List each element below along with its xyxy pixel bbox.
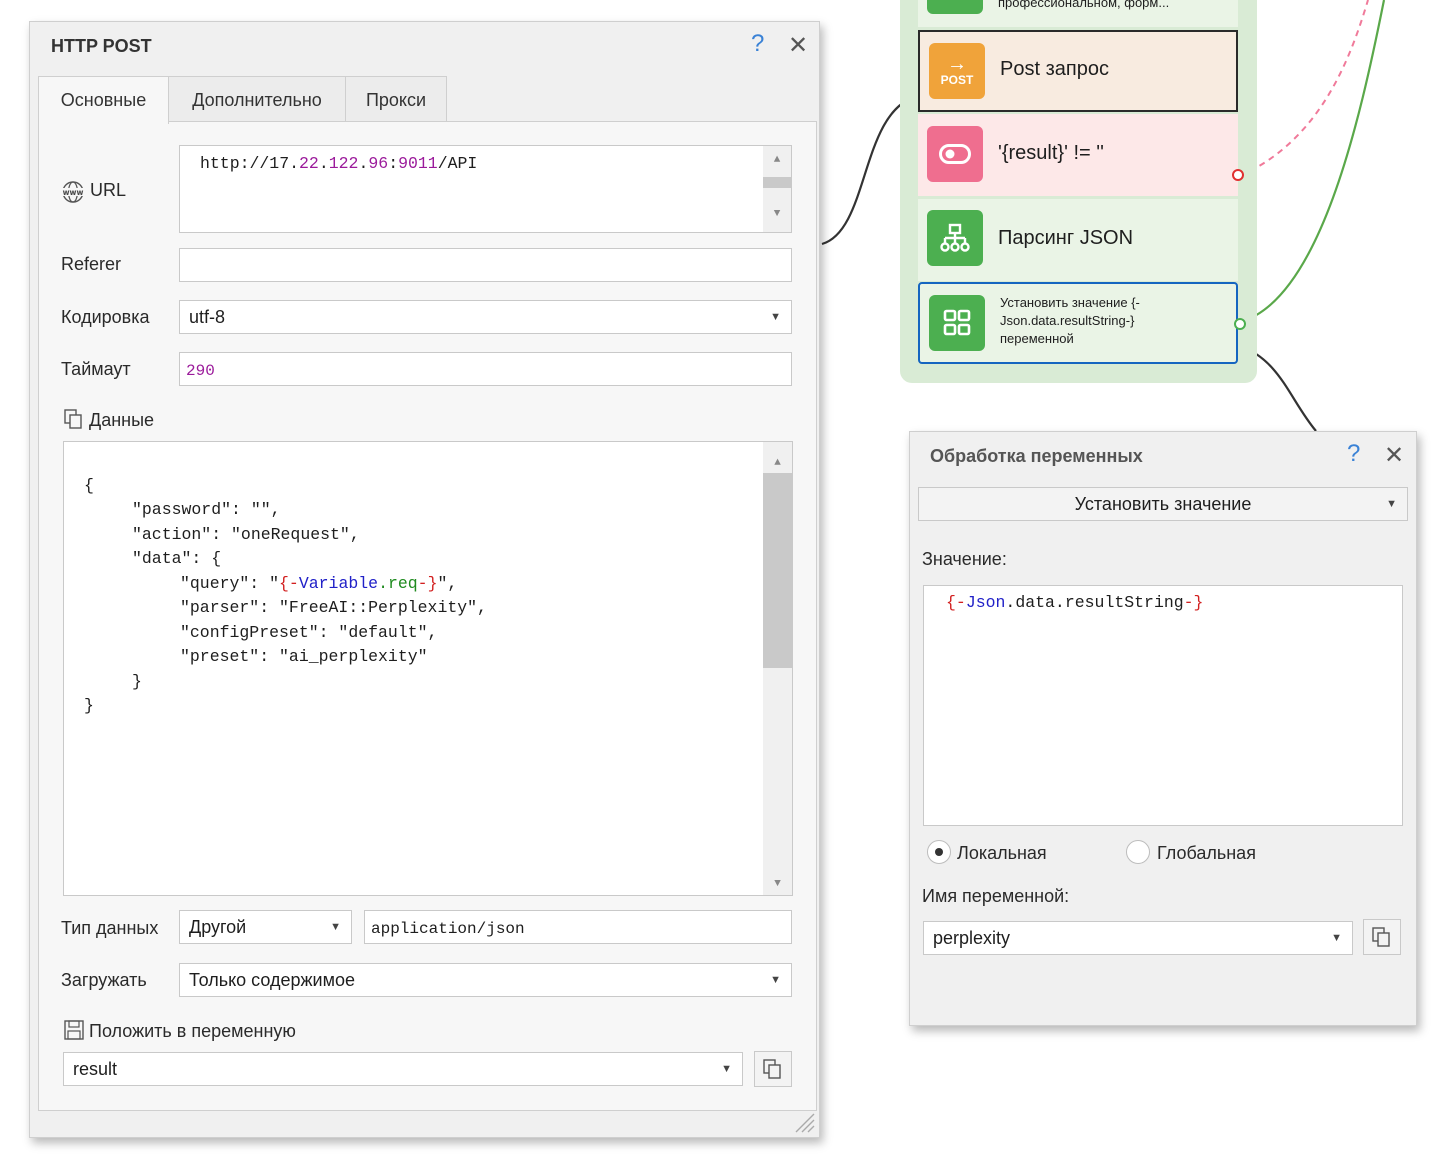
resize-grip-icon[interactable] (792, 1110, 816, 1134)
chevron-down-icon[interactable]: ▼ (770, 974, 781, 986)
data-type-select[interactable]: Другой ▼ (179, 910, 352, 944)
error-port[interactable] (1232, 169, 1244, 181)
flow-node-post-request[interactable]: → POST Post запрос (918, 30, 1238, 112)
grid-icon (927, 0, 983, 14)
flow-node-condition[interactable]: '{result}' != '' (918, 114, 1244, 196)
load-select[interactable]: Только содержимое ▼ (179, 963, 792, 997)
http-post-dialog: HTTP POST ? ✕ Основные Дополнительно Про… (29, 21, 820, 1138)
load-value: Только содержимое (189, 970, 356, 990)
scope-global-label: Глобальная (1157, 843, 1256, 863)
put-var-label: Положить в переменную (89, 1021, 296, 1041)
post-icon: → POST (929, 43, 985, 99)
node-label: Парсинг JSON (998, 227, 1134, 249)
result-variable-value: result (73, 1059, 118, 1079)
node-label: профессиональном, форм... (998, 0, 1170, 10)
data-label: Данные (89, 410, 155, 430)
timeout-input[interactable]: 290 (179, 352, 792, 386)
help-icon[interactable]: ? (1347, 440, 1361, 467)
close-icon[interactable]: ✕ (1384, 442, 1405, 469)
radio-dot (935, 848, 943, 856)
variables-dialog: Обработка переменных ? ✕ Установить знач… (909, 431, 1417, 1026)
help-icon[interactable]: ? (751, 30, 765, 57)
copy-icon (1372, 927, 1390, 947)
tab-proxy[interactable]: Прокси (345, 76, 447, 122)
encoding-label: Кодировка (61, 307, 150, 327)
content-type-input[interactable]: application/json (364, 910, 792, 944)
scope-global-radio[interactable] (1126, 840, 1150, 864)
connector-success-link (1239, 0, 1386, 324)
data-type-label: Тип данных (61, 918, 159, 938)
dialog-title: Обработка переменных (930, 446, 1143, 466)
url-label: URL (90, 180, 127, 200)
data-type-value: Другой (189, 917, 247, 937)
chevron-down-icon[interactable]: ▼ (721, 1063, 732, 1075)
scroll-up-icon[interactable]: ▲ (774, 457, 781, 469)
mode-value: Установить значение (1074, 494, 1252, 514)
scroll-up-icon[interactable]: ▲ (773, 154, 781, 166)
tab-basic[interactable]: Основные (38, 76, 169, 124)
tab-panel-basic: www URL http://17.22.122.96:9011/API ▲ ▼… (38, 121, 817, 1111)
var-name-label: Имя переменной: (922, 886, 1070, 906)
var-name-value: perplexity (933, 928, 1011, 948)
flow-node-text-gen[interactable]: профессиональном, форм... (918, 0, 1238, 27)
load-label: Загружать (61, 970, 147, 990)
svg-text:www: www (63, 188, 84, 197)
request-body-editor[interactable]: {"password": "","action": "oneRequest","… (63, 441, 793, 896)
mode-select[interactable]: Установить значение ▼ (918, 487, 1408, 521)
node-label: Установить значение {-Json.data.resultSt… (1000, 295, 1140, 346)
scroll-down-icon[interactable]: ▼ (773, 208, 781, 220)
timeout-label: Таймаут (61, 359, 131, 379)
scope-local-label: Локальная (957, 843, 1047, 863)
tab-advanced[interactable]: Дополнительно (168, 76, 346, 122)
arrow-right-icon: → (947, 53, 967, 75)
referer-input[interactable] (179, 248, 792, 282)
copy-icon (763, 1059, 781, 1079)
chevron-down-icon[interactable]: ▼ (330, 921, 341, 933)
var-name-select[interactable]: perplexity ▼ (923, 921, 1353, 955)
body-scrollbar[interactable]: ▲ ▼ (763, 442, 792, 895)
post-icon-label: POST (940, 73, 974, 87)
node-label: Post запрос (1000, 58, 1109, 80)
www-globe-icon: www (60, 181, 86, 203)
save-icon (64, 1020, 84, 1040)
chevron-down-icon[interactable]: ▼ (1386, 498, 1397, 510)
value-editor[interactable]: {-Json.data.resultString-} (923, 585, 1403, 826)
referer-label: Referer (61, 254, 122, 274)
encoding-value: utf-8 (189, 307, 226, 327)
value-label: Значение: (922, 549, 1007, 569)
flow-node-set-value[interactable]: Установить значение {-Json.data.resultSt… (918, 282, 1246, 364)
scroll-down-icon[interactable]: ▼ (774, 878, 781, 890)
node-label: '{result}' != '' (998, 142, 1104, 164)
url-scrollbar[interactable]: ▲ ▼ (763, 146, 791, 232)
scroll-thumb[interactable] (763, 177, 791, 188)
success-port[interactable] (1234, 318, 1246, 330)
connector-error-link (1239, 0, 1369, 177)
scroll-thumb[interactable] (763, 473, 792, 668)
result-variable-select[interactable]: result ▼ (63, 1052, 743, 1086)
chevron-down-icon[interactable]: ▼ (1331, 932, 1342, 944)
dialog-title: HTTP POST (51, 36, 152, 56)
close-icon[interactable]: ✕ (788, 32, 809, 59)
grid-icon (929, 295, 985, 351)
tree-icon (927, 210, 983, 266)
connector-post-link (821, 94, 919, 246)
copy-icon[interactable] (63, 408, 85, 430)
url-input[interactable]: http://17.22.122.96:9011/API ▲ ▼ (179, 145, 792, 233)
copy-variable-button[interactable] (754, 1051, 792, 1087)
copy-variable-button[interactable] (1363, 919, 1401, 955)
encoding-select[interactable]: utf-8 ▼ (179, 300, 792, 334)
flow-node-json-parse[interactable]: Парсинг JSON (918, 199, 1238, 281)
scope-local-radio[interactable] (927, 840, 951, 864)
toggle-icon (927, 126, 983, 182)
chevron-down-icon[interactable]: ▼ (770, 311, 781, 323)
